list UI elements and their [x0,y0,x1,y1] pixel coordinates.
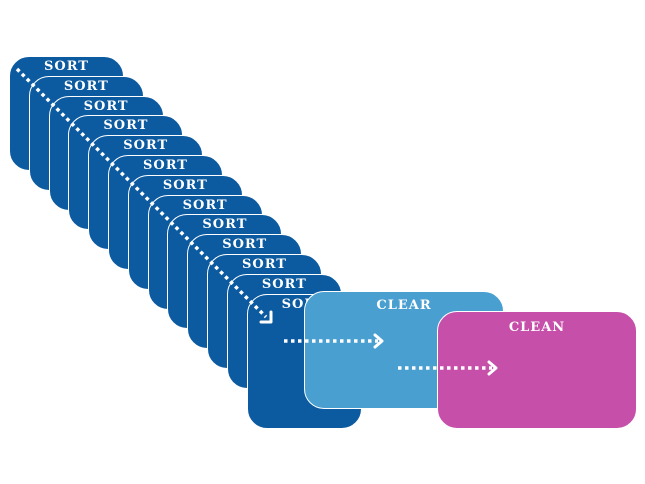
clean-card: CLEAN [437,311,637,429]
sort-label: SORT [123,138,169,154]
sort-label: SORT [222,237,268,253]
sort-label: SORT [143,158,188,173]
sort-label: SORT [63,78,109,94]
sort-label: SORT [202,217,248,233]
sort-label: SORT [103,118,149,134]
sort-label: SORT [83,98,129,114]
clean-label: CLEAN [508,320,566,335]
sort-label: SORT [242,257,287,272]
sort-label: SORT [261,276,307,292]
clear-label: CLEAR [376,298,432,313]
sort-label: SORT [182,197,228,213]
sort-label: SORT [162,177,208,193]
sort-label: SORT [44,59,89,74]
